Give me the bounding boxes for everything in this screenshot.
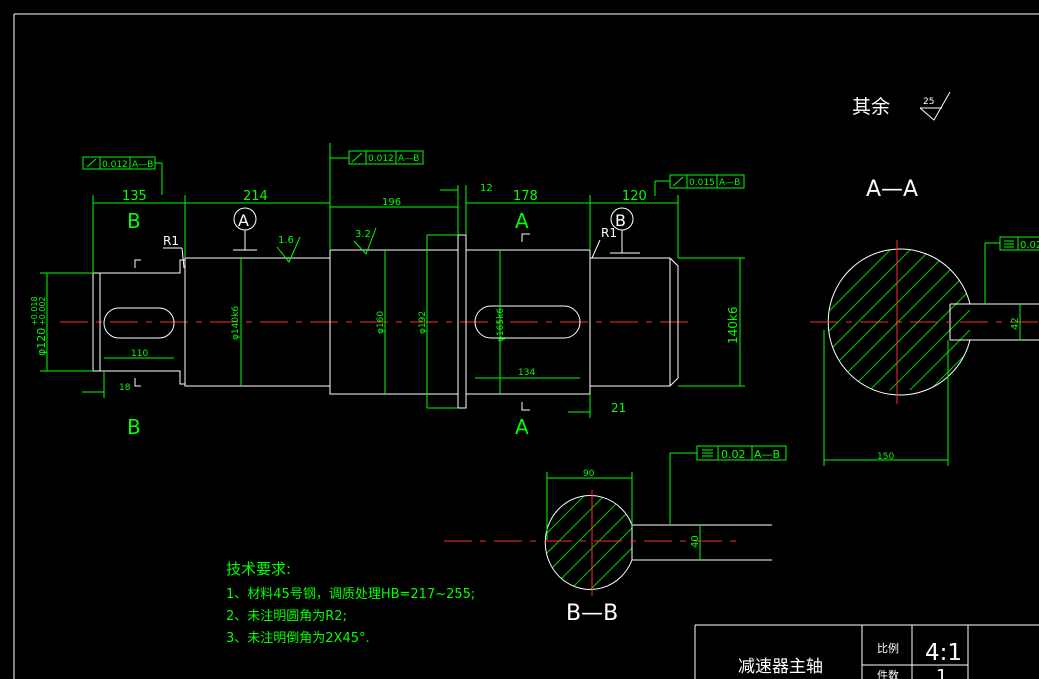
- keyway-left: [103, 307, 175, 339]
- section-bb-title: B—B: [566, 601, 618, 626]
- dim-134: 134: [518, 368, 535, 378]
- dim-196: 196: [382, 197, 401, 208]
- geometric-tolerance-frames: 0.012 A—B 0.012 A—B 0.015 A—B: [82, 150, 745, 196]
- tol-right-datum: A—B: [719, 178, 740, 188]
- section-aa: A—A: [810, 177, 1039, 466]
- section-bb: 90 40 0.02 A—B B—B: [444, 445, 787, 626]
- title-part-name: 减速器主轴: [738, 657, 823, 677]
- title-scale-value: 4:1: [925, 640, 962, 666]
- rough-1: 1.6: [278, 235, 294, 246]
- dim-214: 214: [243, 189, 268, 204]
- tol-mid-value: 0.012: [368, 154, 394, 164]
- tol-right-value: 0.015: [689, 178, 715, 188]
- section-label-b-top: B: [127, 209, 141, 233]
- section-label-a-top: A: [515, 209, 529, 233]
- section-aa-hatch: [828, 249, 970, 391]
- dim-12: 12: [480, 183, 493, 194]
- keyway-right: [474, 305, 581, 339]
- datum-b: B: [615, 211, 626, 230]
- r1-left: R1: [163, 234, 179, 248]
- dim-18: 18: [119, 383, 131, 393]
- section-label-a-bottom: A: [515, 415, 529, 439]
- section-bb-datum: A—B: [754, 448, 780, 461]
- technical-requirements: 技术要求: 1、材料45号钢，调质处理HB=217~255; 2、未注明圆角为R…: [226, 560, 475, 646]
- drawing-frame: [13, 13, 1039, 679]
- title-block: 减速器主轴 比例 4:1 件数 1: [694, 624, 1039, 679]
- datum-a: A: [238, 211, 249, 230]
- title-qty-label: 件数: [877, 669, 899, 679]
- section-aa-title: A—A: [866, 177, 918, 202]
- title-scale-label: 比例: [877, 641, 899, 655]
- tech-req-item-1: 1、材料45号钢，调质处理HB=217~255;: [226, 587, 475, 602]
- r1-right: R1: [601, 226, 617, 240]
- dim-135: 135: [122, 189, 147, 204]
- section-bb-width: 90: [583, 469, 595, 479]
- dia-192: φ192: [418, 311, 428, 334]
- section-bb-depth: 40: [690, 535, 701, 548]
- tech-req-item-2: 2、未注明圆角为R2;: [226, 609, 347, 624]
- tol-mid-datum: A—B: [398, 154, 419, 164]
- shaft-main-view: [60, 234, 690, 409]
- section-aa-depth: 42: [1010, 317, 1021, 330]
- dia-120-upper: +0.018: [30, 296, 39, 326]
- dia-120: φ120: [35, 328, 48, 356]
- tol-left-value: 0.012: [102, 160, 128, 170]
- dim-120: 120: [622, 189, 647, 204]
- dia-140k6-right: 140k6: [726, 307, 740, 345]
- main-view-dimensions: 135 214 196 12 178 120 110 18 134 21 φ12…: [30, 143, 745, 439]
- section-bb-tolerance: 0.02: [721, 448, 746, 461]
- section-aa-width: 150: [877, 452, 894, 462]
- dia-160: φ160: [376, 311, 386, 334]
- title-qty-value: 1: [936, 666, 947, 679]
- dim-178: 178: [513, 189, 538, 204]
- dim-21: 21: [611, 401, 626, 415]
- tech-req-title: 技术要求:: [226, 560, 291, 578]
- tol-left-datum: A—B: [132, 160, 153, 170]
- roughness-note-value: 25: [923, 97, 934, 107]
- tech-req-item-3: 3、未注明倒角为2X45°.: [226, 631, 370, 646]
- section-label-b-bottom: B: [127, 415, 141, 439]
- dia-120-lower: +0.002: [38, 296, 47, 326]
- dia-140k6: φ140k6: [231, 306, 241, 340]
- roughness-note: 其余 25: [852, 91, 951, 121]
- section-aa-tolerance: 0.02: [1020, 240, 1039, 251]
- dia-165k6: φ165k6: [496, 308, 506, 342]
- rough-2: 3.2: [355, 229, 371, 240]
- roughness-note-label: 其余: [852, 96, 890, 118]
- dim-110: 110: [131, 349, 148, 359]
